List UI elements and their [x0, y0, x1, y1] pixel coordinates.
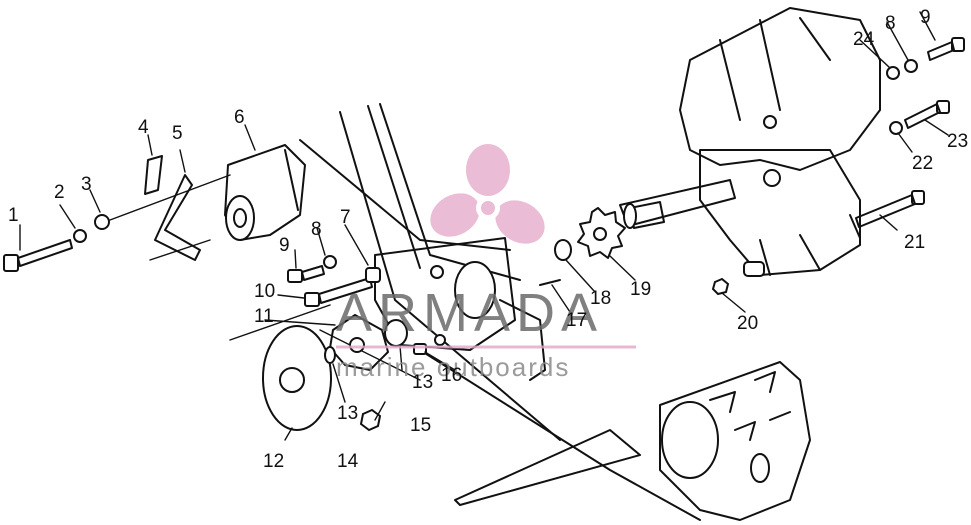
lower-housing	[659, 361, 811, 521]
bolt-10	[304, 277, 373, 307]
callout-7: 7	[340, 207, 351, 228]
callout-10: 10	[254, 281, 276, 302]
washer-22	[889, 121, 903, 135]
watermark-subtitle: marine outboards	[336, 352, 571, 382]
callout-24: 24	[853, 29, 875, 50]
washer-3	[94, 214, 110, 230]
callout-6: 6	[234, 107, 245, 128]
callout-23: 23	[947, 131, 969, 152]
callout-21: 21	[904, 232, 926, 253]
callout-14: 14	[337, 451, 359, 472]
bolt-23	[904, 100, 950, 129]
washer-24	[886, 66, 900, 80]
washer-8-left	[323, 255, 337, 269]
callout-1: 1	[8, 205, 19, 226]
callout-9-right: 9	[920, 7, 931, 28]
washer-8-right	[904, 59, 918, 73]
plate-4	[144, 155, 163, 195]
callout-11: 11	[254, 306, 274, 327]
callout-20: 20	[737, 313, 759, 334]
bolt-21	[855, 190, 925, 228]
callout-3: 3	[81, 174, 92, 195]
callout-13-b: 13	[412, 372, 434, 393]
callout-18: 18	[590, 288, 612, 309]
mounting-bracket	[374, 237, 546, 381]
callout-12: 12	[263, 451, 285, 472]
washer-13	[324, 346, 336, 364]
nut-14	[359, 408, 382, 432]
callout-5: 5	[172, 123, 183, 144]
bolt-17	[539, 279, 561, 286]
sprocket	[577, 207, 626, 259]
callout-22: 22	[912, 153, 934, 174]
bracket-5	[154, 174, 201, 261]
nut-20	[711, 277, 730, 296]
callout-13-a: 13	[337, 403, 359, 424]
washer-2	[73, 229, 87, 243]
pulley-12	[262, 325, 332, 431]
callout-8-left: 8	[311, 219, 322, 240]
callout-4: 4	[138, 117, 149, 138]
callout-19: 19	[630, 279, 652, 300]
washer-18	[554, 239, 572, 261]
callout-16: 16	[441, 365, 463, 386]
spacer-7	[365, 267, 381, 283]
drive-shaft	[619, 179, 736, 229]
bolt-9-left	[287, 265, 325, 283]
callout-2: 2	[54, 182, 65, 203]
starter-motor	[224, 144, 306, 241]
bolt-9-right	[927, 37, 965, 61]
callout-15: 15	[410, 415, 432, 436]
callout-8-right: 8	[885, 13, 896, 34]
frame-lines	[109, 103, 701, 521]
engine-block	[679, 7, 881, 277]
bolt-1	[3, 239, 73, 272]
leader-lines	[19, 11, 949, 441]
callout-17: 17	[566, 310, 588, 331]
callout-9-left: 9	[279, 235, 290, 256]
watermark-title: ARMADA	[336, 283, 604, 343]
